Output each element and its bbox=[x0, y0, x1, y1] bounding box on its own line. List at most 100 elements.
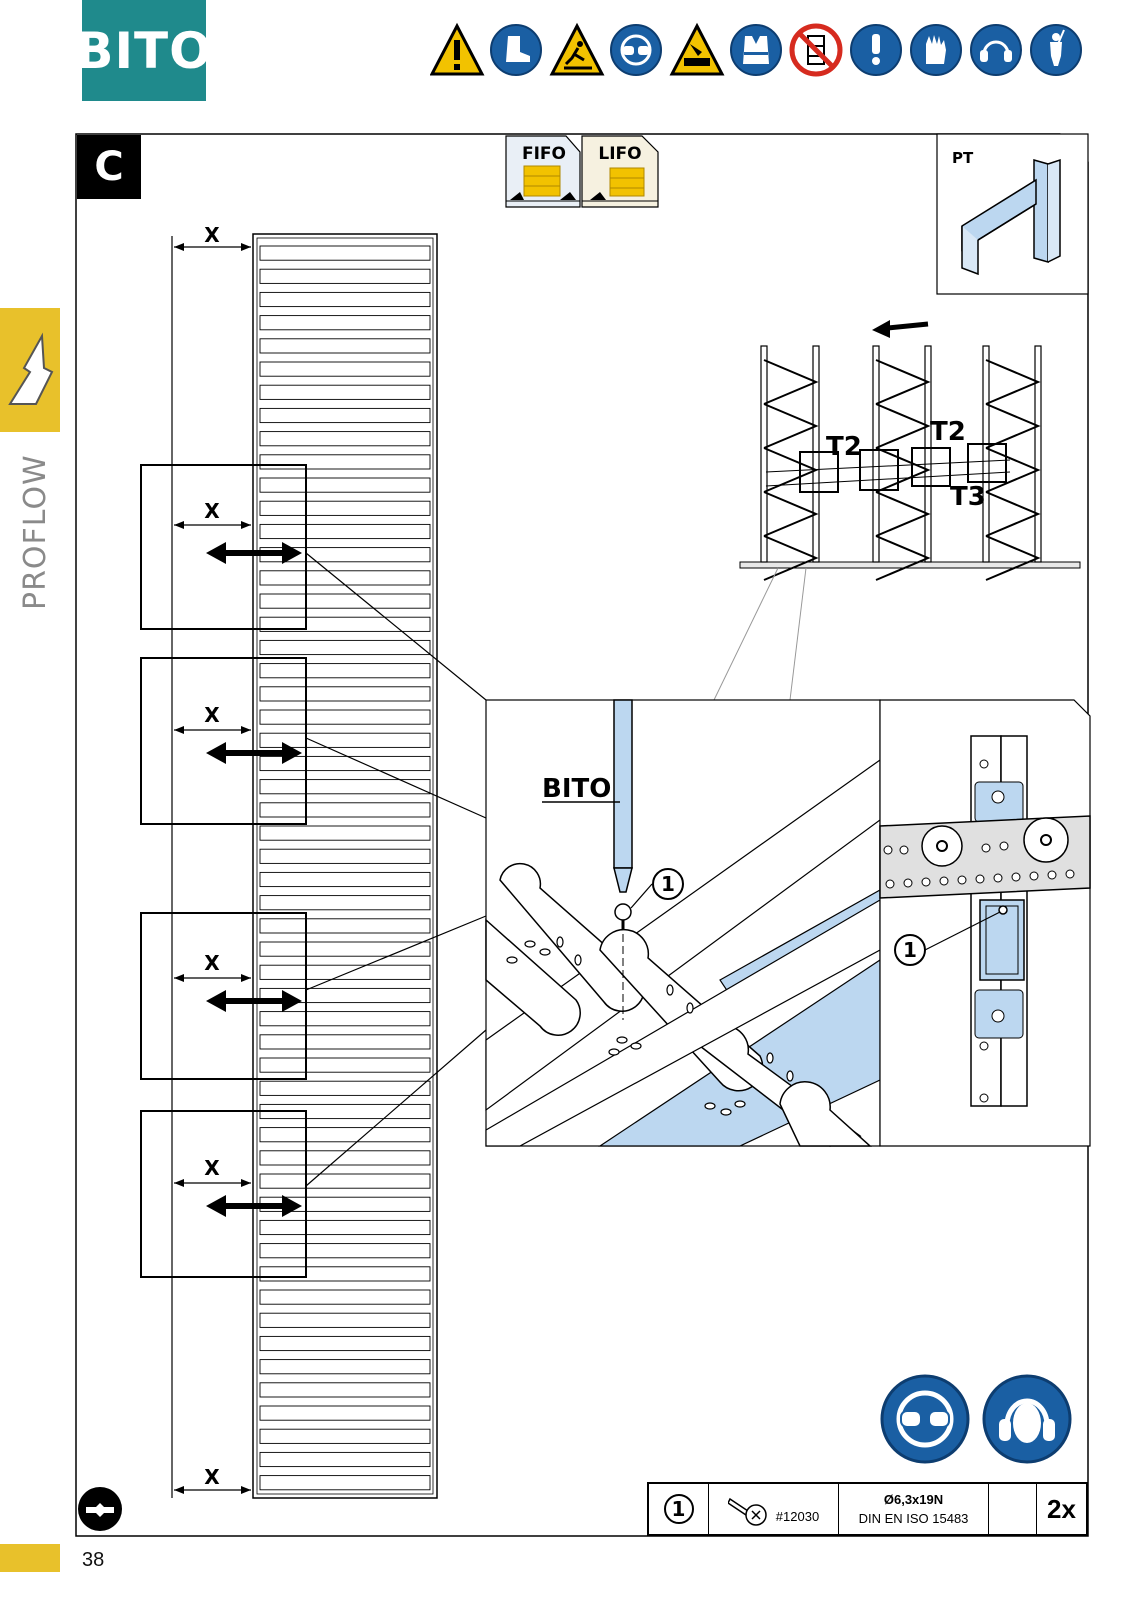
rack-label-t3: T3 bbox=[950, 482, 986, 512]
dimension-label-box-4: X bbox=[204, 1156, 220, 1180]
roller bbox=[259, 755, 431, 772]
roller bbox=[259, 454, 431, 470]
roller bbox=[259, 1150, 431, 1166]
roller bbox=[259, 686, 431, 702]
roller bbox=[259, 1011, 431, 1027]
roller bbox=[259, 1335, 431, 1352]
parts-position-cell: 1 bbox=[649, 1484, 709, 1534]
page-tab bbox=[0, 1544, 60, 1572]
upright-detail-view: 1 bbox=[879, 699, 1091, 1147]
adjust-box-3: X bbox=[140, 912, 487, 1080]
roller bbox=[259, 1219, 431, 1236]
ppe-ear-protection-icon bbox=[982, 1374, 1072, 1464]
lifo-badge: LIFO bbox=[581, 135, 659, 208]
roller bbox=[259, 245, 431, 261]
flow-rail bbox=[252, 233, 438, 1499]
roller bbox=[259, 616, 431, 632]
roller bbox=[259, 593, 431, 609]
roller-set bbox=[259, 245, 431, 1491]
roller bbox=[259, 1359, 431, 1375]
roller bbox=[259, 1405, 431, 1421]
roller bbox=[259, 825, 431, 841]
dimension-label-bottom: X bbox=[204, 1465, 220, 1489]
roller bbox=[259, 361, 431, 377]
callout-number-upright: 1 bbox=[903, 938, 917, 962]
dimension-label-box-1: X bbox=[204, 499, 220, 523]
rack-frame bbox=[982, 345, 1042, 581]
dimension-bottom: X bbox=[174, 1465, 251, 1494]
rack-label-t2-left: T2 bbox=[826, 432, 862, 462]
screw-detail-view: BITO 1 bbox=[485, 699, 881, 1147]
parts-position: 1 bbox=[663, 1494, 694, 1524]
ear-protection-icon bbox=[970, 24, 1022, 76]
ppe-eye-protection-icon bbox=[880, 1374, 970, 1464]
roller bbox=[259, 291, 431, 308]
warning-hand-crush-icon bbox=[669, 22, 725, 76]
roller bbox=[259, 1243, 431, 1259]
parts-article-cell: #12030 bbox=[709, 1484, 839, 1534]
roller bbox=[259, 779, 431, 795]
step-letter: C bbox=[77, 135, 141, 199]
roller bbox=[259, 1289, 431, 1305]
roller bbox=[259, 964, 431, 980]
protective-gloves-icon bbox=[910, 24, 962, 76]
roller bbox=[259, 407, 431, 424]
bito-logo: BITO bbox=[75, 0, 212, 101]
roller bbox=[259, 1173, 431, 1189]
parts-standard: DIN EN ISO 15483 bbox=[858, 1511, 969, 1526]
roller bbox=[259, 1428, 431, 1444]
roller bbox=[259, 802, 431, 818]
parts-empty-cell bbox=[989, 1484, 1037, 1534]
roller bbox=[259, 338, 431, 354]
dimension-label-box-3: X bbox=[204, 951, 220, 975]
roller bbox=[259, 1451, 431, 1468]
profile-pt-box: PT bbox=[936, 133, 1089, 295]
roller bbox=[259, 987, 431, 1004]
roller bbox=[259, 732, 431, 748]
tool-brand-label: BITO bbox=[542, 774, 611, 804]
roller bbox=[259, 523, 431, 540]
roller bbox=[259, 1057, 431, 1073]
rack-frame bbox=[872, 345, 932, 581]
profile-label: PT bbox=[952, 149, 974, 167]
callout-circle-upright bbox=[894, 934, 926, 966]
page-number: 38 bbox=[82, 1549, 105, 1571]
warning-general-icon bbox=[430, 22, 485, 76]
rack-label-t2-right: T2 bbox=[930, 417, 966, 447]
adjust-box-1: X bbox=[140, 464, 487, 701]
roller bbox=[259, 477, 431, 493]
no-climbing-icon bbox=[789, 23, 843, 77]
tool-required-icon bbox=[78, 1487, 122, 1531]
parts-article-number: #12030 bbox=[775, 1508, 820, 1524]
section-tab-icon bbox=[8, 332, 54, 405]
callout-number: 1 bbox=[661, 872, 675, 896]
roller bbox=[259, 871, 431, 888]
mandatory-general-icon bbox=[850, 24, 902, 76]
adjust-box-4: X bbox=[140, 1029, 487, 1278]
parts-table: 1 #12030 Ø6,3x19N DIN EN ISO 15483 2x bbox=[647, 1482, 1088, 1536]
roller bbox=[259, 1266, 431, 1282]
roller bbox=[259, 268, 431, 284]
parts-quantity: 2x bbox=[1047, 1493, 1076, 1524]
hi-vis-vest-icon bbox=[730, 24, 782, 76]
screw-icon bbox=[727, 1497, 767, 1526]
roller bbox=[259, 384, 431, 400]
roller bbox=[259, 1080, 431, 1096]
adjust-box-2: X bbox=[140, 657, 487, 825]
rack-overview: T2 T2 T3 bbox=[713, 320, 1081, 701]
fifo-badge: FIFO bbox=[505, 135, 581, 208]
section-tab bbox=[0, 308, 60, 432]
roller bbox=[259, 639, 431, 656]
roller bbox=[259, 1034, 431, 1050]
dimension-label-top: X bbox=[204, 223, 220, 247]
roller bbox=[259, 500, 431, 516]
safety-icons-strip bbox=[430, 22, 1082, 77]
roller bbox=[259, 570, 431, 586]
roller bbox=[259, 1312, 431, 1328]
roller bbox=[259, 663, 431, 679]
roller bbox=[259, 895, 431, 911]
roller bbox=[259, 918, 431, 934]
roller bbox=[259, 1127, 431, 1143]
roller bbox=[259, 709, 431, 725]
roller bbox=[259, 431, 431, 447]
